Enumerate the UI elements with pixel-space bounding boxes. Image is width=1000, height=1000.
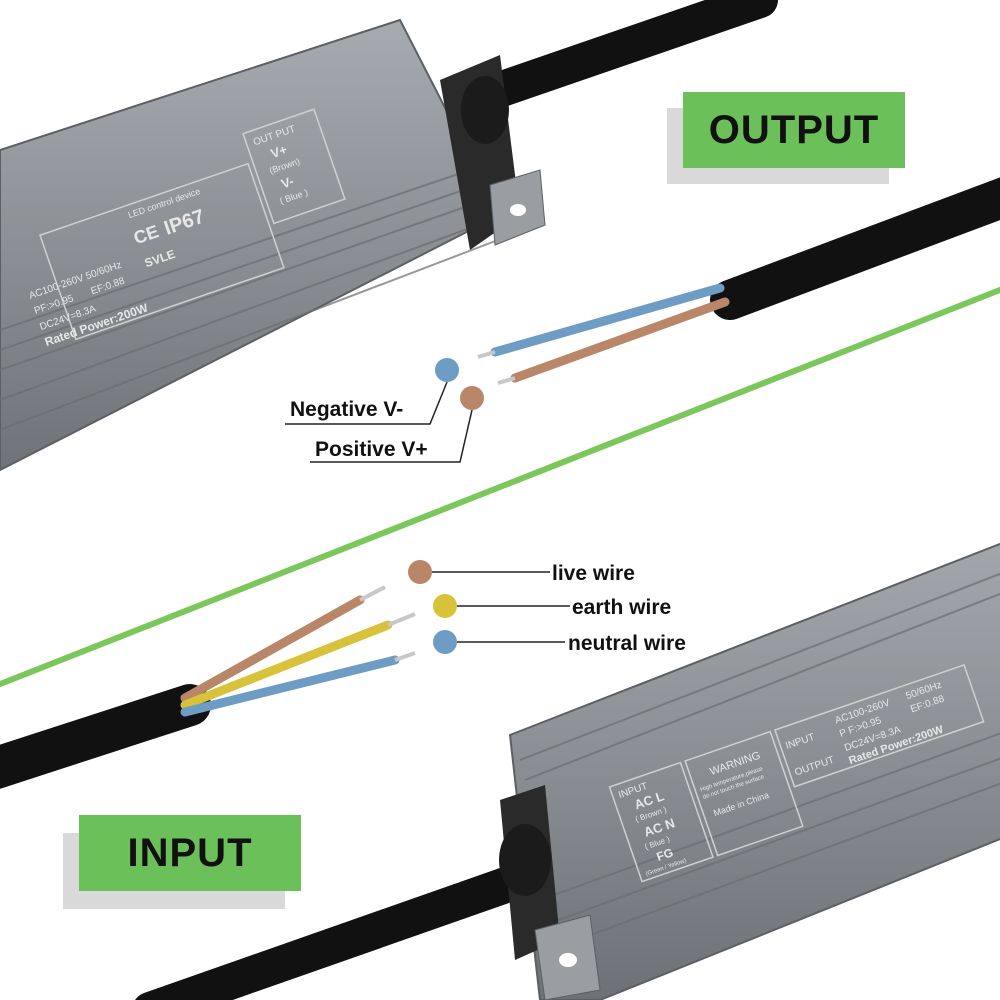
input-blue-wire <box>180 655 400 717</box>
input-yellow-wire <box>180 620 393 710</box>
bottom-case-body <box>508 542 1000 1000</box>
output-callouts: Negative V- Positive V+ <box>285 358 484 463</box>
output-black-cable <box>710 177 1000 320</box>
top-v-plus: V+ <box>269 142 290 162</box>
output-brown-wire <box>510 297 730 383</box>
input-callouts: live wire earth wire neutral wire <box>408 560 686 655</box>
bottom-input-cable <box>135 862 538 1000</box>
negative-dot <box>435 358 459 382</box>
positive-label: Positive V+ <box>315 438 428 461</box>
divider-line <box>0 286 1000 688</box>
top-case-ridges <box>0 169 499 431</box>
bottom-driver-unit: INPUT AC L ( Brown ) AC N ( Blue ) FG (G… <box>135 542 1000 1000</box>
negative-label: Negative V- <box>290 398 403 421</box>
output-badge: OUTPUT <box>683 92 905 168</box>
bottom-case-ridges <box>519 572 1000 951</box>
neutral-label: neutral wire <box>568 632 686 655</box>
top-driver-unit: LED control device CE IP67 SVLE AC100-26… <box>0 0 778 472</box>
earth-dot <box>433 594 457 618</box>
bottom-fg: FG <box>655 845 675 864</box>
bottom-cable-gland <box>499 824 551 896</box>
input-badge: INPUT <box>79 815 301 891</box>
input-brown-wire <box>180 595 365 703</box>
input-wires <box>0 585 416 789</box>
output-blue-wire <box>490 283 725 357</box>
top-v-minus: V- <box>279 173 296 191</box>
live-dot <box>408 560 432 584</box>
neutral-dot <box>433 630 457 654</box>
top-cable-gland <box>461 76 509 144</box>
earth-label: earth wire <box>572 596 671 619</box>
positive-dot <box>460 386 484 410</box>
live-label: live wire <box>552 562 635 585</box>
input-black-cable <box>0 684 211 789</box>
top-output-cable <box>452 0 778 118</box>
output-wires <box>477 177 1000 385</box>
